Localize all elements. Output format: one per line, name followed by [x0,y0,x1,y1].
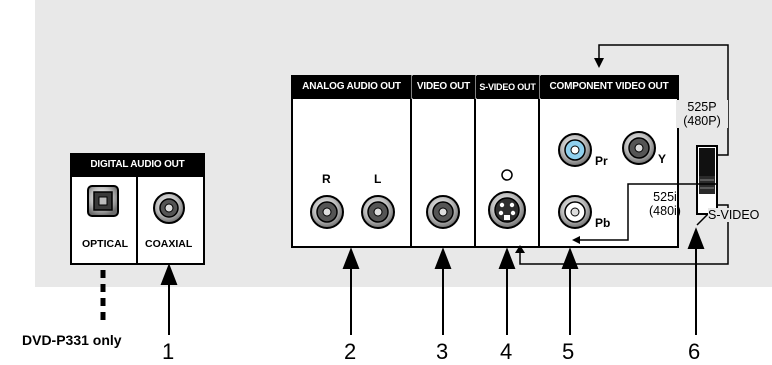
coaxial-jack [153,192,185,224]
callout-2: 2 [344,339,357,364]
pr-jack [558,133,592,167]
switch-svideo-label: S-VIDEO [708,208,760,222]
arrowhead [572,236,580,244]
s-video-out-header: S-VIDEO OUT [476,76,539,98]
s-video-jack [488,169,526,229]
audio-l-label: L [374,172,382,186]
audio-r-jack [310,195,344,229]
callout-1: 1 [162,339,175,364]
callout-arrows [160,227,705,335]
switch-525i-text: 525i [653,190,677,204]
av-output-box [291,75,679,248]
pr-label: Pr [595,154,608,168]
routing-lines [519,44,729,265]
switch-525p-label: 525P (480P) [676,100,728,128]
y-jack [622,131,656,165]
model-note: DVD-P331 only [22,332,122,348]
callout-5: 5 [562,339,575,364]
optical-port [87,185,119,217]
video-jack [426,195,460,229]
switch-480p-text: (480P) [683,114,721,128]
callout-4: 4 [500,339,513,364]
coaxial-label: COAXIAL [145,238,193,250]
audio-r-label: R [322,172,331,186]
pb-jack [558,195,592,229]
digital-audio-out-header: DIGITAL AUDIO OUT [71,154,204,177]
y-label: Y [658,152,667,166]
callout-6: 6 [688,339,701,364]
video-output-switch [696,145,718,215]
audio-l-jack [361,195,395,229]
switch-525i-label: 525i (480i) [644,190,686,218]
analog-audio-out-header: ANALOG AUDIO OUT [292,76,411,98]
switch-480i-text: (480i) [649,204,681,218]
component-video-out-header: COMPONENT VIDEO OUT [540,76,678,98]
arrowhead [594,58,604,68]
callout-3: 3 [436,339,449,364]
optical-label: OPTICAL [82,238,129,250]
video-out-header: VIDEO OUT [412,76,475,98]
switch-525p-text: 525P [687,100,717,114]
pb-label: Pb [595,216,611,230]
arrowhead [515,245,525,253]
